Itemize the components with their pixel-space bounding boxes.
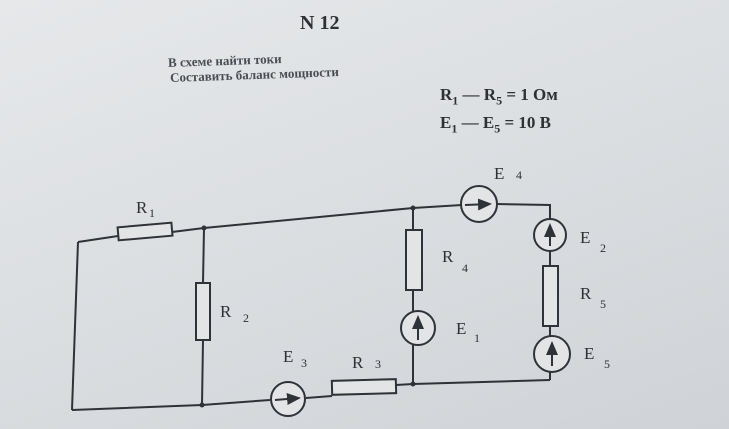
svg-text:3: 3 bbox=[375, 357, 381, 371]
svg-text:3: 3 bbox=[301, 356, 307, 370]
svg-text:4: 4 bbox=[462, 261, 468, 275]
wire-bottom-left bbox=[71, 399, 271, 411]
label-e5: E bbox=[584, 344, 594, 363]
label-r3: R bbox=[352, 353, 364, 372]
svg-text:1: 1 bbox=[149, 206, 155, 220]
wire-r2-top bbox=[202, 227, 205, 284]
label-r2: R bbox=[220, 302, 232, 321]
resistor-r1: R 1 bbox=[116, 198, 174, 242]
source-e4: E 4 bbox=[460, 164, 522, 223]
arrow-right-icon bbox=[274, 393, 301, 405]
label-e4: E bbox=[494, 164, 504, 183]
svg-text:5: 5 bbox=[604, 357, 610, 371]
label-e3: E bbox=[283, 347, 293, 366]
node-dot bbox=[410, 381, 416, 387]
source-e3: E 3 bbox=[270, 347, 307, 417]
given-emf: E1 — E5 = 10 В bbox=[440, 113, 551, 136]
resistor-r4-body bbox=[405, 229, 423, 291]
resistor-r2-body bbox=[195, 282, 211, 341]
svg-text:1: 1 bbox=[474, 331, 480, 345]
resistor-r5: R 5 bbox=[542, 265, 606, 327]
arrow-right-icon bbox=[464, 198, 492, 211]
resistor-r5-body bbox=[542, 265, 559, 327]
wire-e3-r3 bbox=[305, 395, 333, 399]
wire-r1-right bbox=[171, 227, 205, 233]
resistor-r3: R 3 bbox=[330, 353, 398, 396]
node-dot bbox=[410, 205, 416, 211]
node-dot bbox=[199, 402, 205, 408]
svg-text:2: 2 bbox=[243, 311, 249, 325]
wire-r1-left bbox=[77, 235, 119, 243]
svg-text:5: 5 bbox=[600, 297, 606, 311]
resistor-r2: R 2 bbox=[195, 282, 249, 341]
resistor-r4: R 4 bbox=[405, 229, 468, 291]
given-resistance: R1 — R5 = 1 Ом bbox=[440, 85, 558, 108]
label-r1: R bbox=[136, 198, 148, 217]
wire-e4-right bbox=[495, 203, 551, 220]
resistor-r1-body bbox=[116, 221, 174, 242]
svg-text:4: 4 bbox=[516, 168, 522, 182]
label-e1: E bbox=[456, 319, 466, 338]
problem-number: N 12 bbox=[300, 12, 340, 34]
wires bbox=[71, 203, 551, 411]
svg-text:2: 2 bbox=[600, 241, 606, 255]
source-e1: E 1 bbox=[400, 310, 480, 346]
source-e2: E 2 bbox=[533, 218, 606, 255]
resistor-r3-body bbox=[330, 378, 398, 396]
wire-left-vertical bbox=[71, 241, 79, 411]
wire-bottom-right bbox=[395, 379, 551, 386]
label-r5: R bbox=[580, 284, 592, 303]
label-e2: E bbox=[580, 228, 590, 247]
wire-top bbox=[203, 204, 463, 229]
label-r4: R bbox=[442, 247, 454, 266]
wire-r2-bottom bbox=[201, 339, 204, 406]
source-e5: E 5 bbox=[533, 335, 610, 373]
node-dot bbox=[201, 225, 207, 231]
